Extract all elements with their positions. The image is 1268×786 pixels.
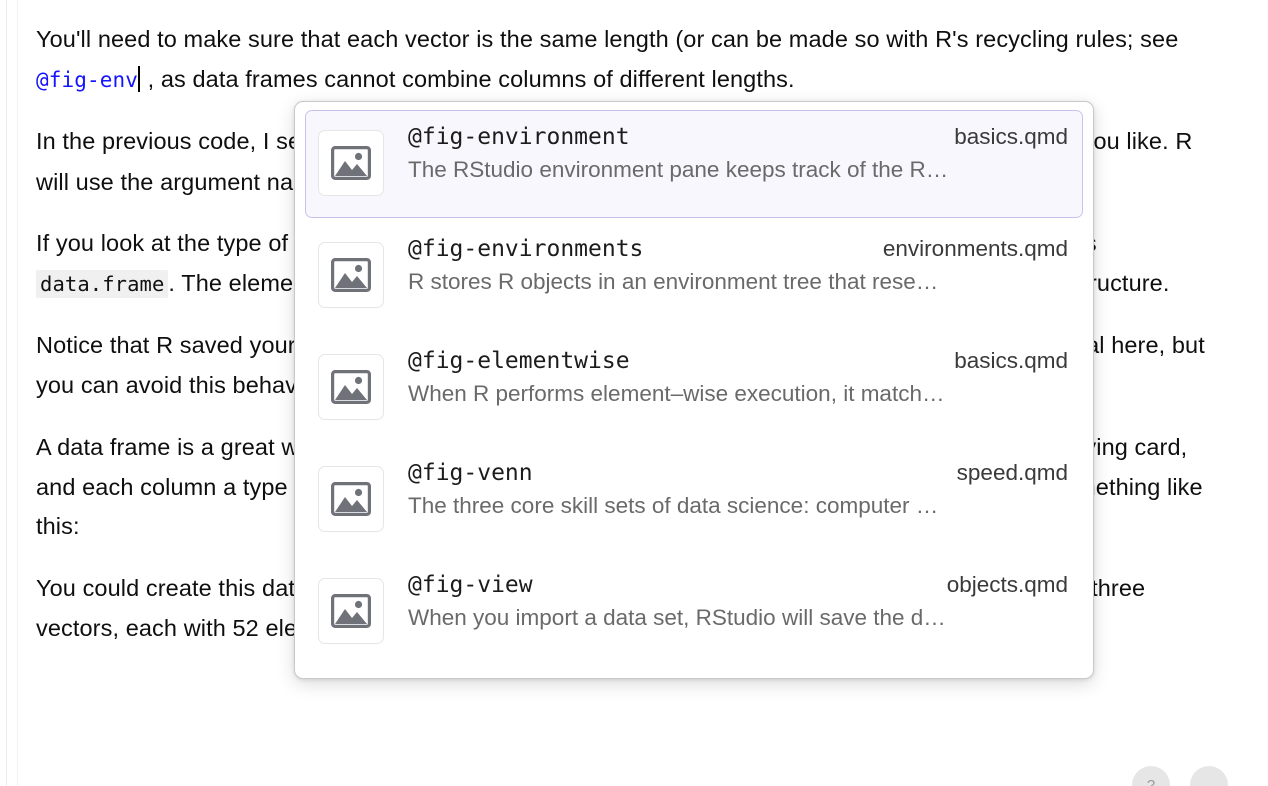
settings-button[interactable]: [1190, 766, 1228, 786]
autocomplete-item-thumbnail: [318, 578, 384, 644]
image-placeholder-icon: [331, 146, 371, 180]
autocomplete-item-description: The three core skill sets of data scienc…: [408, 493, 939, 518]
image-placeholder-icon: [331, 258, 371, 292]
autocomplete-item-id: @fig-view: [408, 572, 533, 598]
autocomplete-item-header: @fig-environment basics.qmd: [408, 124, 1068, 150]
gutter-rule-outer: [6, 0, 7, 786]
floating-button-row: ?: [1132, 766, 1228, 786]
autocomplete-item-description: When R performs element–wise execution, …: [408, 381, 945, 406]
autocomplete-item-body: @fig-environments environments.qmd R store…: [408, 234, 1068, 295]
autocomplete-item-header: @fig-venn speed.qmd: [408, 460, 1068, 486]
image-placeholder-icon: [331, 482, 371, 516]
autocomplete-item-id: @fig-venn: [408, 460, 533, 486]
autocomplete-item-thumbnail: [318, 354, 384, 420]
autocomplete-item-file: basics.qmd: [954, 124, 1068, 149]
autocomplete-item-header: @fig-elementwise basics.qmd: [408, 348, 1068, 374]
gutter-rule-inner: [17, 0, 18, 786]
autocomplete-item-description: R stores R objects in an environment tre…: [408, 269, 939, 294]
image-placeholder-icon: [331, 370, 371, 404]
help-button[interactable]: ?: [1132, 766, 1170, 786]
autocomplete-item[interactable]: [305, 670, 1083, 678]
autocomplete-item-description: The RStudio environment pane keeps track…: [408, 157, 949, 182]
autocomplete-item-id: @fig-environment: [408, 124, 630, 150]
image-placeholder-icon: [331, 594, 371, 628]
autocomplete-item-description: When you import a data set, RStudio will…: [408, 605, 946, 630]
autocomplete-item-file: basics.qmd: [954, 348, 1068, 373]
autocomplete-item-file: speed.qmd: [956, 460, 1068, 485]
autocomplete-item-header: @fig-view objects.qmd: [408, 572, 1068, 598]
autocomplete-item[interactable]: @fig-environments environments.qmd R store…: [305, 222, 1083, 330]
autocomplete-item-thumbnail: [318, 130, 384, 196]
autocomplete-item-thumbnail: [318, 242, 384, 308]
autocomplete-item-id: @fig-environments: [408, 236, 644, 262]
paragraph-p-length-note: You'll need to make sure that each vecto…: [36, 26, 1179, 92]
autocomplete-item-header: @fig-environments environments.qmd: [408, 236, 1068, 262]
cross-reference-token[interactable]: @fig-env: [36, 67, 138, 92]
autocomplete-item-thumbnail: [318, 466, 384, 532]
inline-code: data.frame: [36, 269, 169, 298]
text-cursor: [137, 65, 140, 92]
autocomplete-item-file: objects.qmd: [946, 572, 1068, 597]
autocomplete-item-file: environments.qmd: [882, 236, 1068, 261]
autocomplete-item-id: @fig-elementwise: [408, 348, 630, 374]
